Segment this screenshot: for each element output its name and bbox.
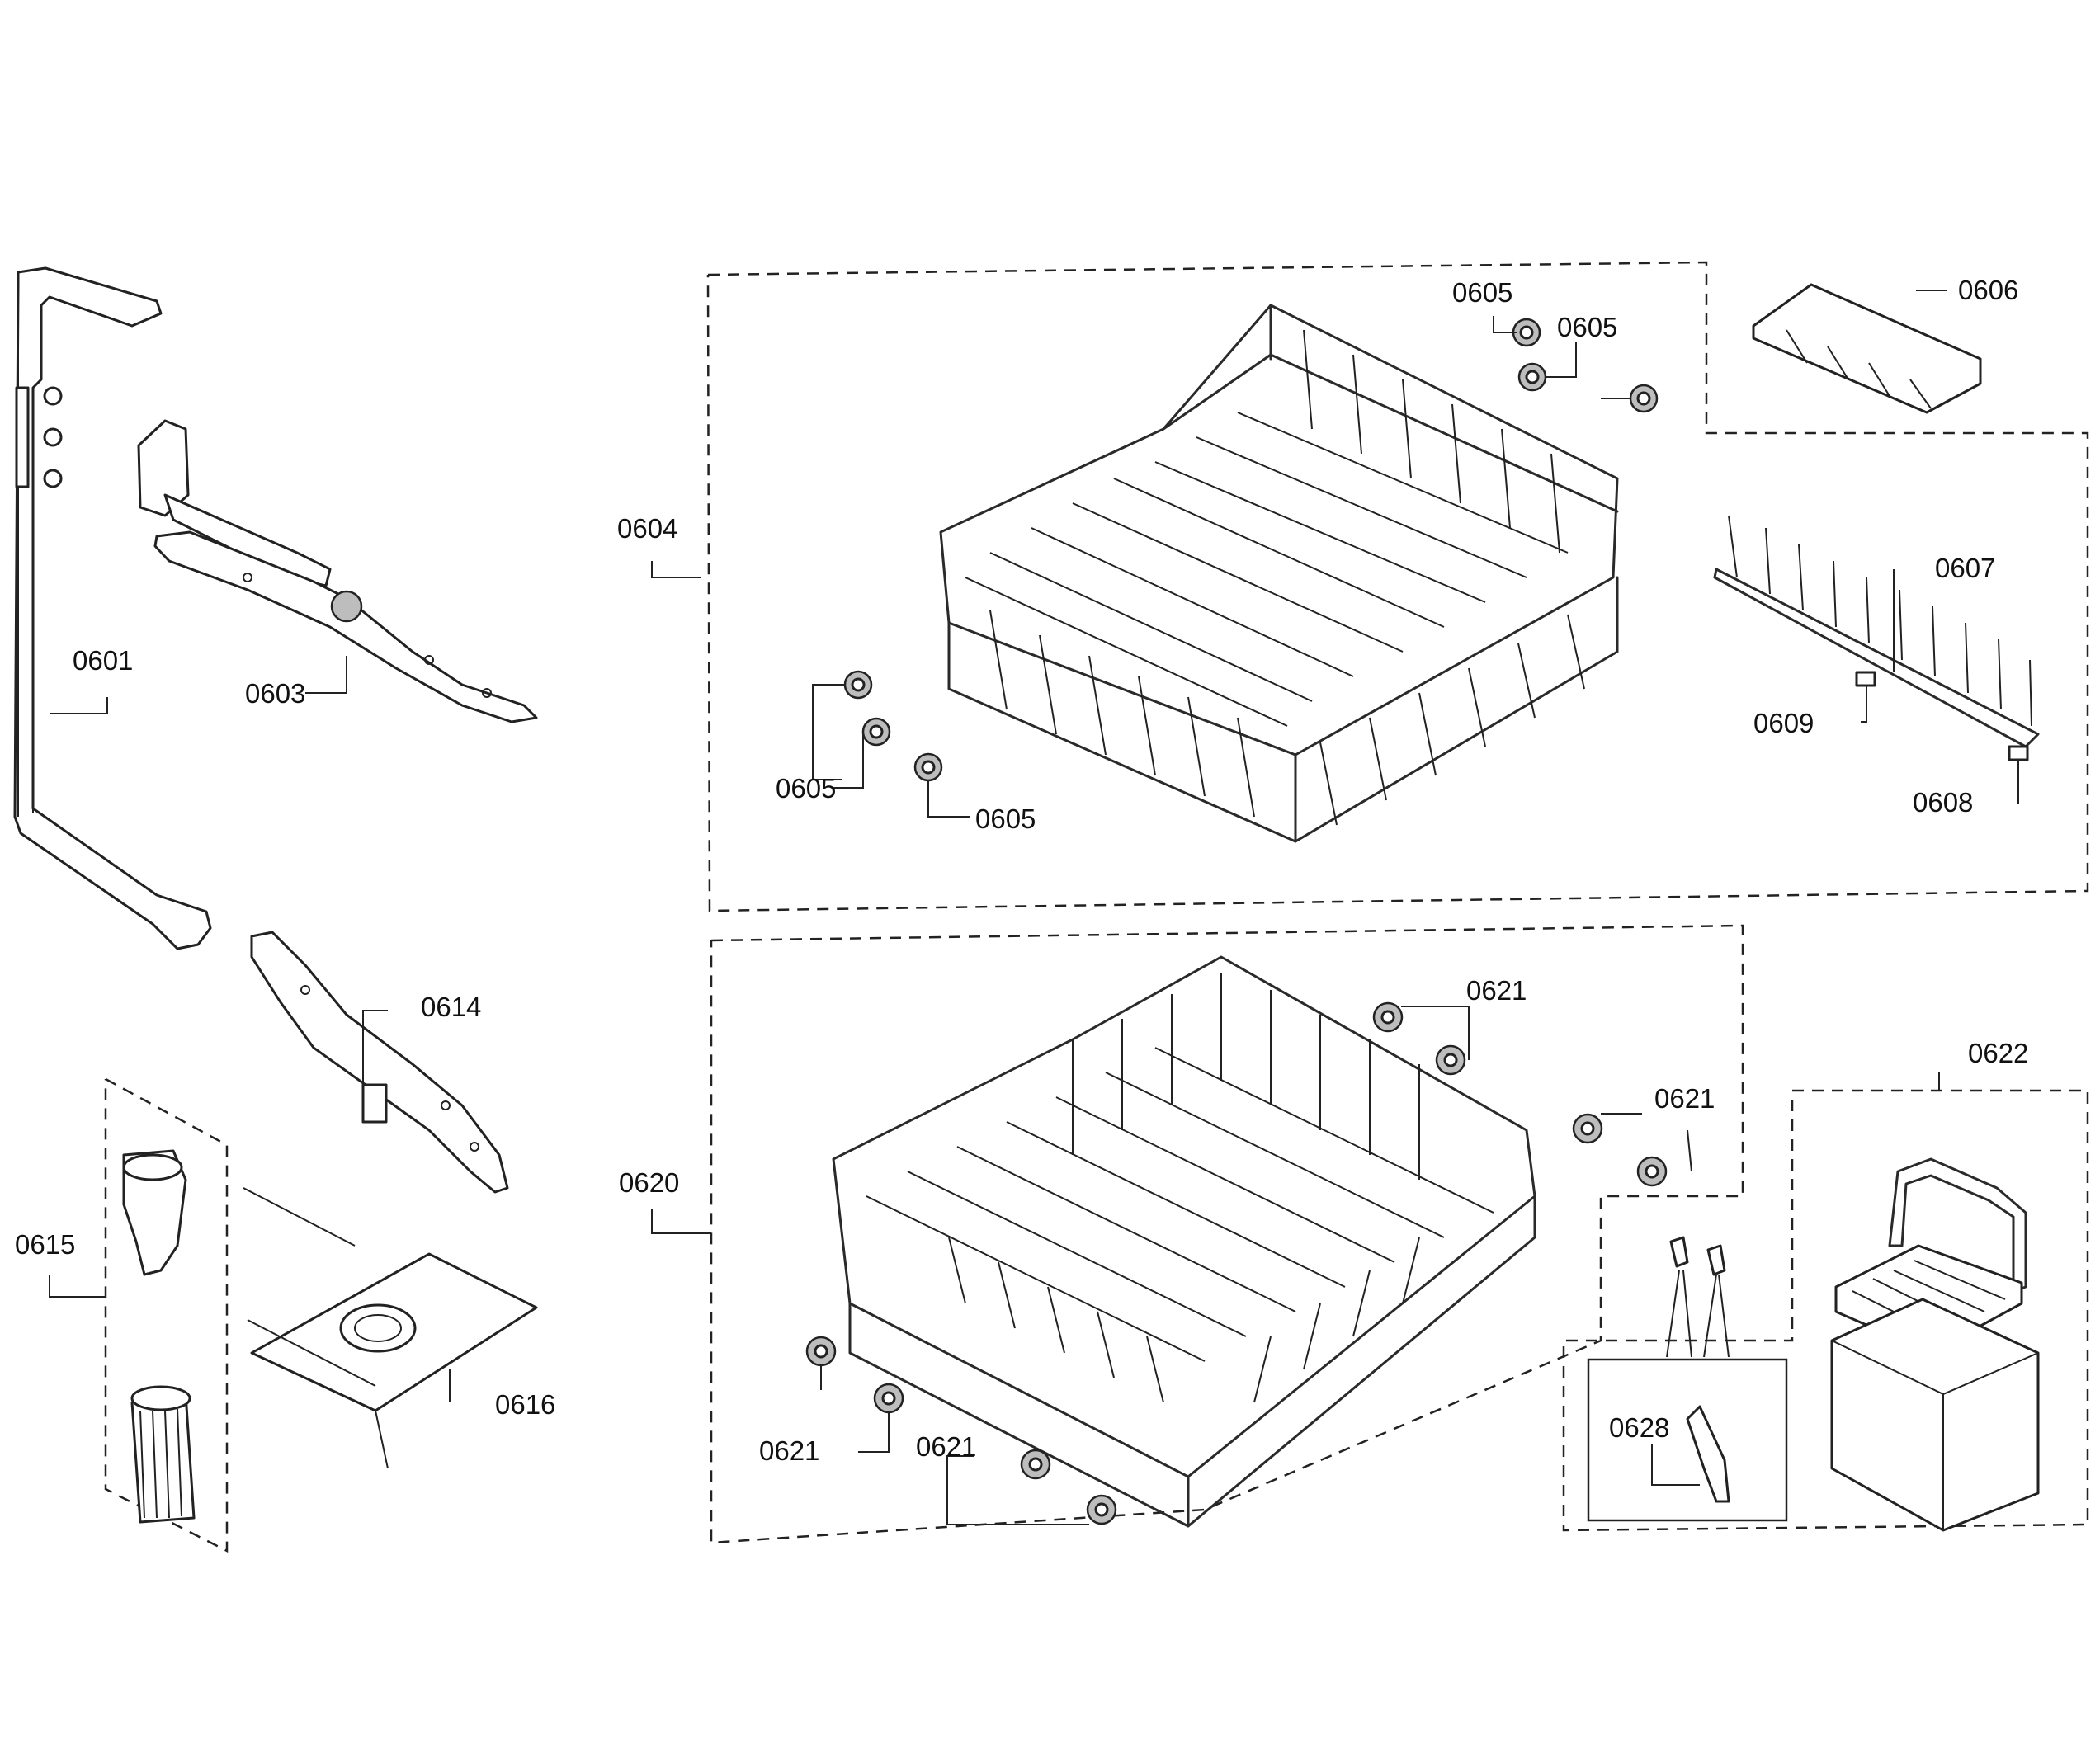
lower-rack-part bbox=[832, 955, 1536, 1528]
label-0608: 0608 bbox=[1913, 787, 1973, 818]
rack-clip-kit-part bbox=[1666, 1236, 1730, 1503]
lower-spray-arm-part bbox=[250, 931, 509, 1194]
label-0605-lower-b: 0605 bbox=[975, 804, 1036, 834]
label-0628: 0628 bbox=[1609, 1412, 1669, 1443]
clip-kit-frame bbox=[1587, 1358, 1788, 1522]
label-0620: 0620 bbox=[619, 1167, 679, 1198]
label-0609: 0609 bbox=[1753, 708, 1814, 738]
label-0616: 0616 bbox=[495, 1389, 555, 1420]
label-0605-upper-b: 0605 bbox=[1557, 312, 1617, 342]
label-0604: 0604 bbox=[617, 513, 677, 544]
label-0621-a: 0621 bbox=[1466, 975, 1527, 1006]
label-0606: 0606 bbox=[1958, 275, 2018, 305]
lower-rack-group-outline bbox=[710, 924, 1744, 1544]
label-0607: 0607 bbox=[1935, 553, 1995, 583]
label-0621-d: 0621 bbox=[916, 1431, 976, 1462]
upper-rack-wheels bbox=[843, 318, 1659, 782]
lower-rack-wheels bbox=[805, 1001, 1668, 1525]
filter-plate-part bbox=[243, 1187, 538, 1469]
label-0615: 0615 bbox=[15, 1229, 75, 1260]
label-0605-upper-a: 0605 bbox=[1452, 277, 1512, 308]
cutlery-basket-group-outline bbox=[1562, 1089, 2089, 1532]
label-0603: 0603 bbox=[245, 678, 305, 709]
upper-rack-part bbox=[939, 304, 1619, 843]
upper-rack-group-outline bbox=[706, 261, 2089, 912]
tine-row-part bbox=[1713, 515, 2040, 761]
leader-lines bbox=[49, 290, 2019, 1525]
label-0621-b: 0621 bbox=[1654, 1083, 1715, 1114]
supply-pipe-part bbox=[13, 266, 212, 950]
label-0621-c: 0621 bbox=[759, 1435, 819, 1466]
filter-group-outline bbox=[104, 1077, 229, 1553]
label-0614: 0614 bbox=[421, 992, 481, 1022]
upper-spray-arm-part bbox=[137, 419, 538, 723]
cup-shelf-part bbox=[1752, 283, 1982, 414]
filter-assembly-part bbox=[122, 1149, 196, 1524]
label-0622: 0622 bbox=[1968, 1038, 2028, 1068]
label-0605-lower-a: 0605 bbox=[776, 773, 836, 804]
cutlery-basket-part bbox=[1830, 1157, 2040, 1532]
label-0601: 0601 bbox=[73, 645, 133, 676]
